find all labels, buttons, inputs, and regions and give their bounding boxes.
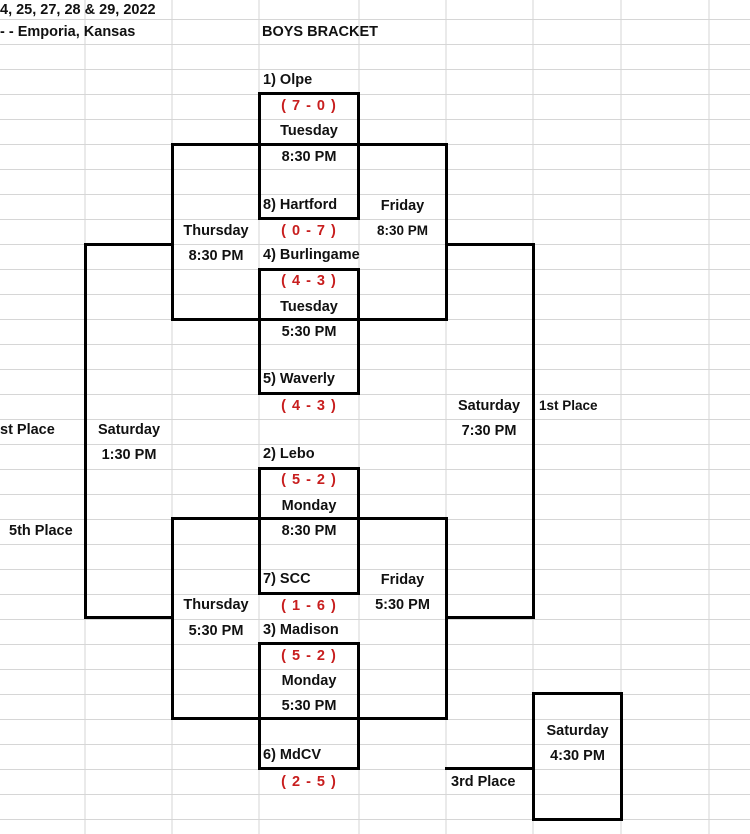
top-semi-time: 8:30 PM <box>188 248 244 264</box>
seed-2-record: ( 5 - 2 ) <box>281 472 337 488</box>
seed-4-record: ( 4 - 3 ) <box>281 273 337 289</box>
third-place-day: Saturday <box>546 723 609 739</box>
game-3-time: 8:30 PM <box>281 523 337 539</box>
championship-time: 7:30 PM <box>461 423 517 439</box>
seed-7-team: 7) SCC <box>263 571 311 587</box>
game-4-time: 5:30 PM <box>281 698 337 714</box>
seed-1-team: 1) Olpe <box>263 72 313 88</box>
seed-8-team: 8) Hartford <box>263 197 338 213</box>
seed-3-record: ( 5 - 2 ) <box>281 648 337 664</box>
seed-7-record: ( 1 - 6 ) <box>281 598 337 614</box>
seed-3-team: 3) Madison <box>263 622 339 638</box>
game-4-day: Monday <box>281 673 337 689</box>
top-semi-day: Thursday <box>183 223 249 239</box>
game-2-time: 5:30 PM <box>281 324 337 340</box>
first-place-label: 1st Place <box>539 398 598 413</box>
seed-5-record: ( 4 - 3 ) <box>281 398 337 414</box>
seed-4-team: 4) Burlingame <box>263 247 360 263</box>
bottom-semi-time: 5:30 PM <box>188 623 244 639</box>
tournament-dates: 4, 25, 27, 28 & 29, 2022 <box>0 2 156 18</box>
tournament-location: - - Emporia, Kansas <box>0 24 136 40</box>
consolation-day: Saturday <box>97 422 161 438</box>
consolation-time: 1:30 PM <box>101 447 157 463</box>
championship-day: Saturday <box>457 398 521 414</box>
bracket-title: BOYS BRACKET <box>262 24 379 40</box>
bottom-friday-day: Friday <box>380 572 425 588</box>
game-2-day: Tuesday <box>280 299 338 315</box>
seed-1-record: ( 7 - 0 ) <box>281 98 337 114</box>
seed-6-record: ( 2 - 5 ) <box>281 774 337 790</box>
seed-8-record: ( 0 - 7 ) <box>281 223 337 239</box>
bottom-friday-time: 5:30 PM <box>375 597 430 613</box>
third-place-label: 3rd Place <box>451 774 516 790</box>
game-1-time: 8:30 PM <box>281 149 337 165</box>
bottom-semi-day: Thursday <box>183 597 249 613</box>
seed-5-team: 5) Waverly <box>263 371 335 387</box>
top-friday-time: 8:30 PM <box>376 223 429 238</box>
seed-2-team: 2) Lebo <box>263 446 315 462</box>
game-3-day: Monday <box>281 498 337 514</box>
third-place-time: 4:30 PM <box>550 748 605 764</box>
seed-6-team: 6) MdCV <box>263 747 321 763</box>
consolation-label: st Place <box>0 422 55 438</box>
fifth-place-label: 5th Place <box>9 523 73 539</box>
top-friday-day: Friday <box>380 198 425 214</box>
game-1-day: Tuesday <box>280 123 338 139</box>
